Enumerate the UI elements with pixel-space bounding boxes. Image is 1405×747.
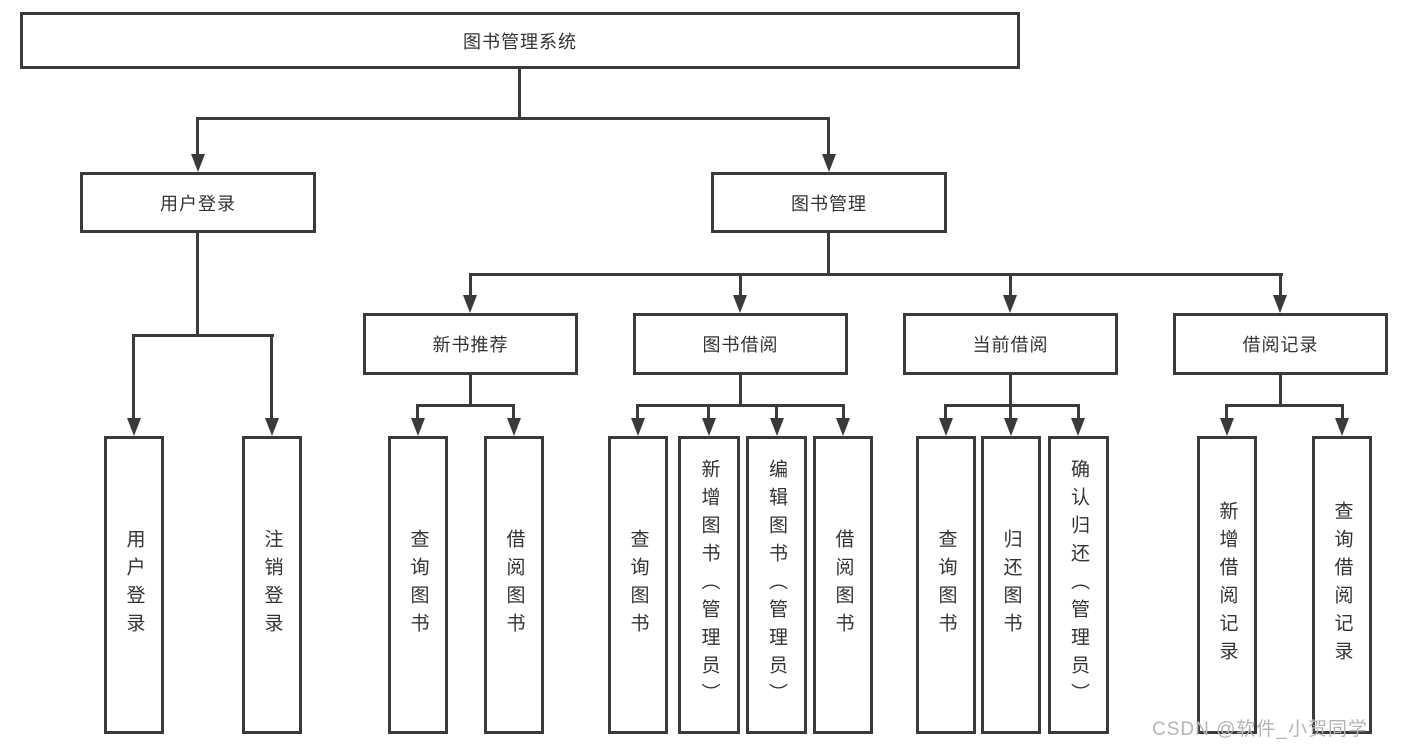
connector-line [469, 273, 1283, 276]
connector-line [775, 404, 778, 420]
arrow-down-icon [822, 154, 836, 172]
node-label: 当前借阅 [972, 335, 1049, 355]
arrow-down-icon [411, 418, 425, 436]
node-root-library-system: 图书管理系统 [20, 12, 1020, 69]
node-book-borrow: 图书借阅 [633, 313, 848, 375]
node-new-book-recommend: 新书推荐 [363, 313, 578, 375]
connector-line [132, 334, 274, 337]
leaf-user-login: 用户登录 [104, 436, 164, 734]
connector-line [196, 117, 199, 157]
node-label: 注销登录 [261, 529, 283, 641]
node-label: 借阅图书 [832, 529, 854, 641]
node-label: 查询图书 [627, 529, 649, 641]
csdn-watermark: CSDN @软件_小贺同学 [1152, 719, 1368, 740]
connector-line [1077, 404, 1080, 420]
node-label: 用户登录 [123, 529, 145, 641]
connector-line [1279, 375, 1282, 406]
connector-line [1225, 404, 1228, 420]
node-label: 图书管理系统 [463, 31, 577, 52]
node-user-login: 用户登录 [80, 172, 316, 233]
leaf-query-borrow-record: 查询借阅记录 [1312, 436, 1372, 734]
leaf-return-books: 归还图书 [981, 436, 1041, 734]
node-current-borrow: 当前借阅 [903, 313, 1118, 375]
arrow-down-icon [1071, 418, 1085, 436]
node-label: 借阅图书 [503, 529, 525, 641]
leaf-confirm-return-admin: 确认归还（管理员） [1048, 436, 1109, 734]
connector-line [1009, 375, 1012, 406]
connector-line [416, 404, 515, 407]
connector-line [827, 117, 830, 157]
node-borrow-records: 借阅记录 [1173, 313, 1388, 375]
connector-line [739, 375, 742, 406]
connector-line [1341, 404, 1344, 420]
arrow-down-icon [836, 418, 850, 436]
leaf-add-books-admin: 新增图书（管理员） [678, 436, 740, 734]
connector-line [842, 404, 845, 420]
connector-line [518, 69, 521, 118]
leaf-logout: 注销登录 [242, 436, 302, 734]
node-label: 查询图书 [935, 529, 957, 641]
node-label: 新书推荐 [432, 335, 509, 355]
connector-line [416, 404, 419, 420]
node-book-management: 图书管理 [711, 172, 947, 233]
connector-line [1009, 273, 1012, 298]
node-label: 图书管理 [791, 193, 867, 214]
arrow-down-icon [939, 418, 953, 436]
arrow-down-icon [507, 418, 521, 436]
connector-line [512, 404, 515, 420]
connector-line [196, 117, 830, 120]
connector-line [636, 404, 845, 407]
node-label: 借阅记录 [1242, 335, 1319, 355]
arrow-down-icon [127, 418, 141, 436]
arrow-down-icon [1004, 418, 1018, 436]
node-label: 编辑图书（管理员） [766, 459, 787, 711]
node-label: 归还图书 [1000, 529, 1022, 641]
connector-line [1225, 404, 1344, 407]
node-label: 图书借阅 [702, 335, 779, 355]
node-label: 新增借阅记录 [1216, 501, 1238, 669]
arrow-down-icon [463, 295, 477, 313]
leaf-add-borrow-record: 新增借阅记录 [1197, 436, 1257, 734]
leaf-borrow-books-1: 借阅图书 [484, 436, 544, 734]
arrow-down-icon [770, 418, 784, 436]
arrow-down-icon [1003, 295, 1017, 313]
connector-line [944, 404, 947, 420]
connector-line [196, 233, 199, 337]
leaf-query-books-3: 查询图书 [916, 436, 976, 734]
connector-line [469, 273, 472, 298]
arrow-down-icon [265, 418, 279, 436]
leaf-edit-books-admin: 编辑图书（管理员） [746, 436, 807, 734]
connector-line [739, 273, 742, 298]
connector-line [944, 404, 1080, 407]
leaf-borrow-books-2: 借阅图书 [813, 436, 873, 734]
connector-line [827, 233, 830, 276]
leaf-query-books-1: 查询图书 [388, 436, 448, 734]
connector-line [1279, 273, 1282, 298]
connector-line [1009, 404, 1012, 420]
connector-line [636, 404, 639, 420]
leaf-query-books-2: 查询图书 [608, 436, 668, 734]
node-label: 查询借阅记录 [1331, 501, 1353, 669]
arrow-down-icon [631, 418, 645, 436]
arrow-down-icon [733, 295, 747, 313]
node-label: 新增图书（管理员） [698, 459, 720, 711]
connector-line [469, 375, 472, 406]
connector-line [707, 404, 710, 420]
connector-line [270, 334, 273, 420]
arrow-down-icon [1273, 295, 1287, 313]
arrow-down-icon [191, 154, 205, 172]
arrow-down-icon [1220, 418, 1234, 436]
arrow-down-icon [702, 418, 716, 436]
connector-line [132, 334, 135, 420]
node-label: 查询图书 [407, 529, 429, 641]
node-label: 用户登录 [160, 193, 236, 214]
arrow-down-icon [1335, 418, 1349, 436]
node-label: 确认归还（管理员） [1068, 459, 1089, 711]
